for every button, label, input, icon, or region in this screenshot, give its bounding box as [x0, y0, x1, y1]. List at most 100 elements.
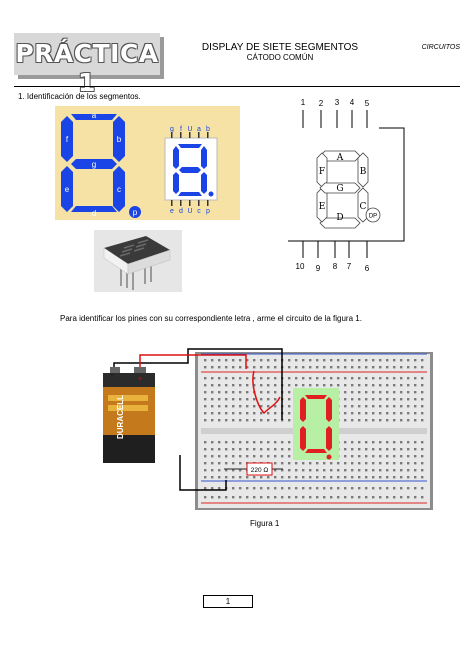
breadboard-hole: [288, 366, 291, 369]
breadboard-hole: [211, 496, 214, 499]
pinout-seg-d: D: [336, 213, 343, 223]
breadboard-hole: [407, 419, 410, 422]
breadboard-hole: [407, 359, 410, 362]
breadboard-hole: [323, 487, 326, 490]
breadboard-hole: [414, 384, 417, 387]
breadboard-hole: [267, 496, 270, 499]
breadboard-hole: [407, 384, 410, 387]
breadboard-hole: [379, 448, 382, 451]
breadboard-hole: [239, 412, 242, 415]
breadboard-hole: [225, 366, 228, 369]
breadboard-hole: [211, 419, 214, 422]
doc-subtitle: CÁTODO COMÚN: [246, 53, 314, 62]
breadboard-hole: [204, 359, 207, 362]
breadboard-hole: [281, 419, 284, 422]
breadboard-hole: [379, 476, 382, 479]
breadboard-hole: [211, 377, 214, 380]
breadboard-hole: [253, 398, 256, 401]
breadboard-hole: [309, 384, 312, 387]
breadboard-hole: [239, 462, 242, 465]
breadboard-hole: [288, 487, 291, 490]
breadboard-hole: [239, 377, 242, 380]
breadboard-hole: [414, 359, 417, 362]
pin-3: 3: [335, 98, 340, 107]
segment-d-shape: [71, 206, 117, 212]
breadboard-hole: [386, 419, 389, 422]
pin-bottom-e: e: [170, 208, 174, 215]
breadboard-hole: [288, 455, 291, 458]
breadboard-hole: [218, 469, 221, 472]
breadboard-hole: [400, 405, 403, 408]
breadboard-hole: [400, 398, 403, 401]
breadboard-hole: [316, 384, 319, 387]
breadboard-hole: [204, 462, 207, 465]
breadboard-hole: [246, 384, 249, 387]
breadboard-hole: [421, 359, 424, 362]
breadboard-hole: [253, 496, 256, 499]
breadboard-hole: [274, 391, 277, 394]
breadboard-hole: [232, 441, 235, 444]
breadboard-hole: [386, 405, 389, 408]
breadboard-hole: [323, 496, 326, 499]
label-e: e: [65, 185, 70, 194]
breadboard-hole: [358, 412, 361, 415]
breadboard-hole: [344, 496, 347, 499]
pin-top-b: b: [206, 126, 210, 133]
breadboard-hole: [288, 441, 291, 444]
breadboard-hole: [400, 448, 403, 451]
breadboard-hole: [337, 476, 340, 479]
breadboard-hole: [407, 487, 410, 490]
breadboard-hole: [316, 377, 319, 380]
breadboard-hole: [225, 405, 228, 408]
breadboard-hole: [225, 448, 228, 451]
breadboard-hole: [365, 366, 368, 369]
breadboard-hole: [246, 455, 249, 458]
segment-e-shape: [61, 166, 73, 212]
breadboard-hole: [330, 487, 333, 490]
breadboard-hole: [288, 412, 291, 415]
breadboard-hole: [379, 441, 382, 444]
breadboard-hole: [204, 366, 207, 369]
breadboard-hole: [295, 469, 298, 472]
breadboard-hole: [393, 496, 396, 499]
breadboard-hole: [351, 448, 354, 451]
breadboard-hole: [337, 359, 340, 362]
breadboard-hole: [358, 441, 361, 444]
breadboard-hole: [260, 384, 263, 387]
breadboard-hole: [246, 412, 249, 415]
breadboard-hole: [232, 366, 235, 369]
breadboard-hole: [281, 448, 284, 451]
breadboard-hole: [274, 377, 277, 380]
breadboard-hole: [211, 487, 214, 490]
breadboard-hole: [316, 462, 319, 465]
breadboard-hole: [302, 496, 305, 499]
breadboard-hole: [267, 359, 270, 362]
breadboard-hole: [211, 469, 214, 472]
breadboard-hole: [232, 377, 235, 380]
breadboard-hole: [421, 455, 424, 458]
breadboard-hole: [414, 391, 417, 394]
breadboard-hole: [204, 377, 207, 380]
breadboard-hole: [330, 496, 333, 499]
label-d: d: [92, 209, 96, 218]
breadboard-hole: [239, 384, 242, 387]
breadboard-hole: [386, 448, 389, 451]
breadboard-hole: [274, 398, 277, 401]
breadboard-hole: [274, 469, 277, 472]
resistor: [246, 462, 273, 476]
breadboard-hole: [239, 476, 242, 479]
breadboard-hole: [260, 487, 263, 490]
breadboard-hole: [393, 391, 396, 394]
breadboard-hole: [351, 487, 354, 490]
breadboard-hole: [239, 419, 242, 422]
breadboard-hole: [386, 441, 389, 444]
breadboard-hole: [407, 476, 410, 479]
breadboard-hole: [309, 377, 312, 380]
breadboard-hole: [351, 377, 354, 380]
figure-caption: Figura 1: [250, 519, 280, 528]
breadboard-hole: [253, 366, 256, 369]
breadboard-hole: [414, 441, 417, 444]
breadboard-hole: [400, 377, 403, 380]
breadboard-hole: [232, 398, 235, 401]
breadboard-hole: [414, 377, 417, 380]
